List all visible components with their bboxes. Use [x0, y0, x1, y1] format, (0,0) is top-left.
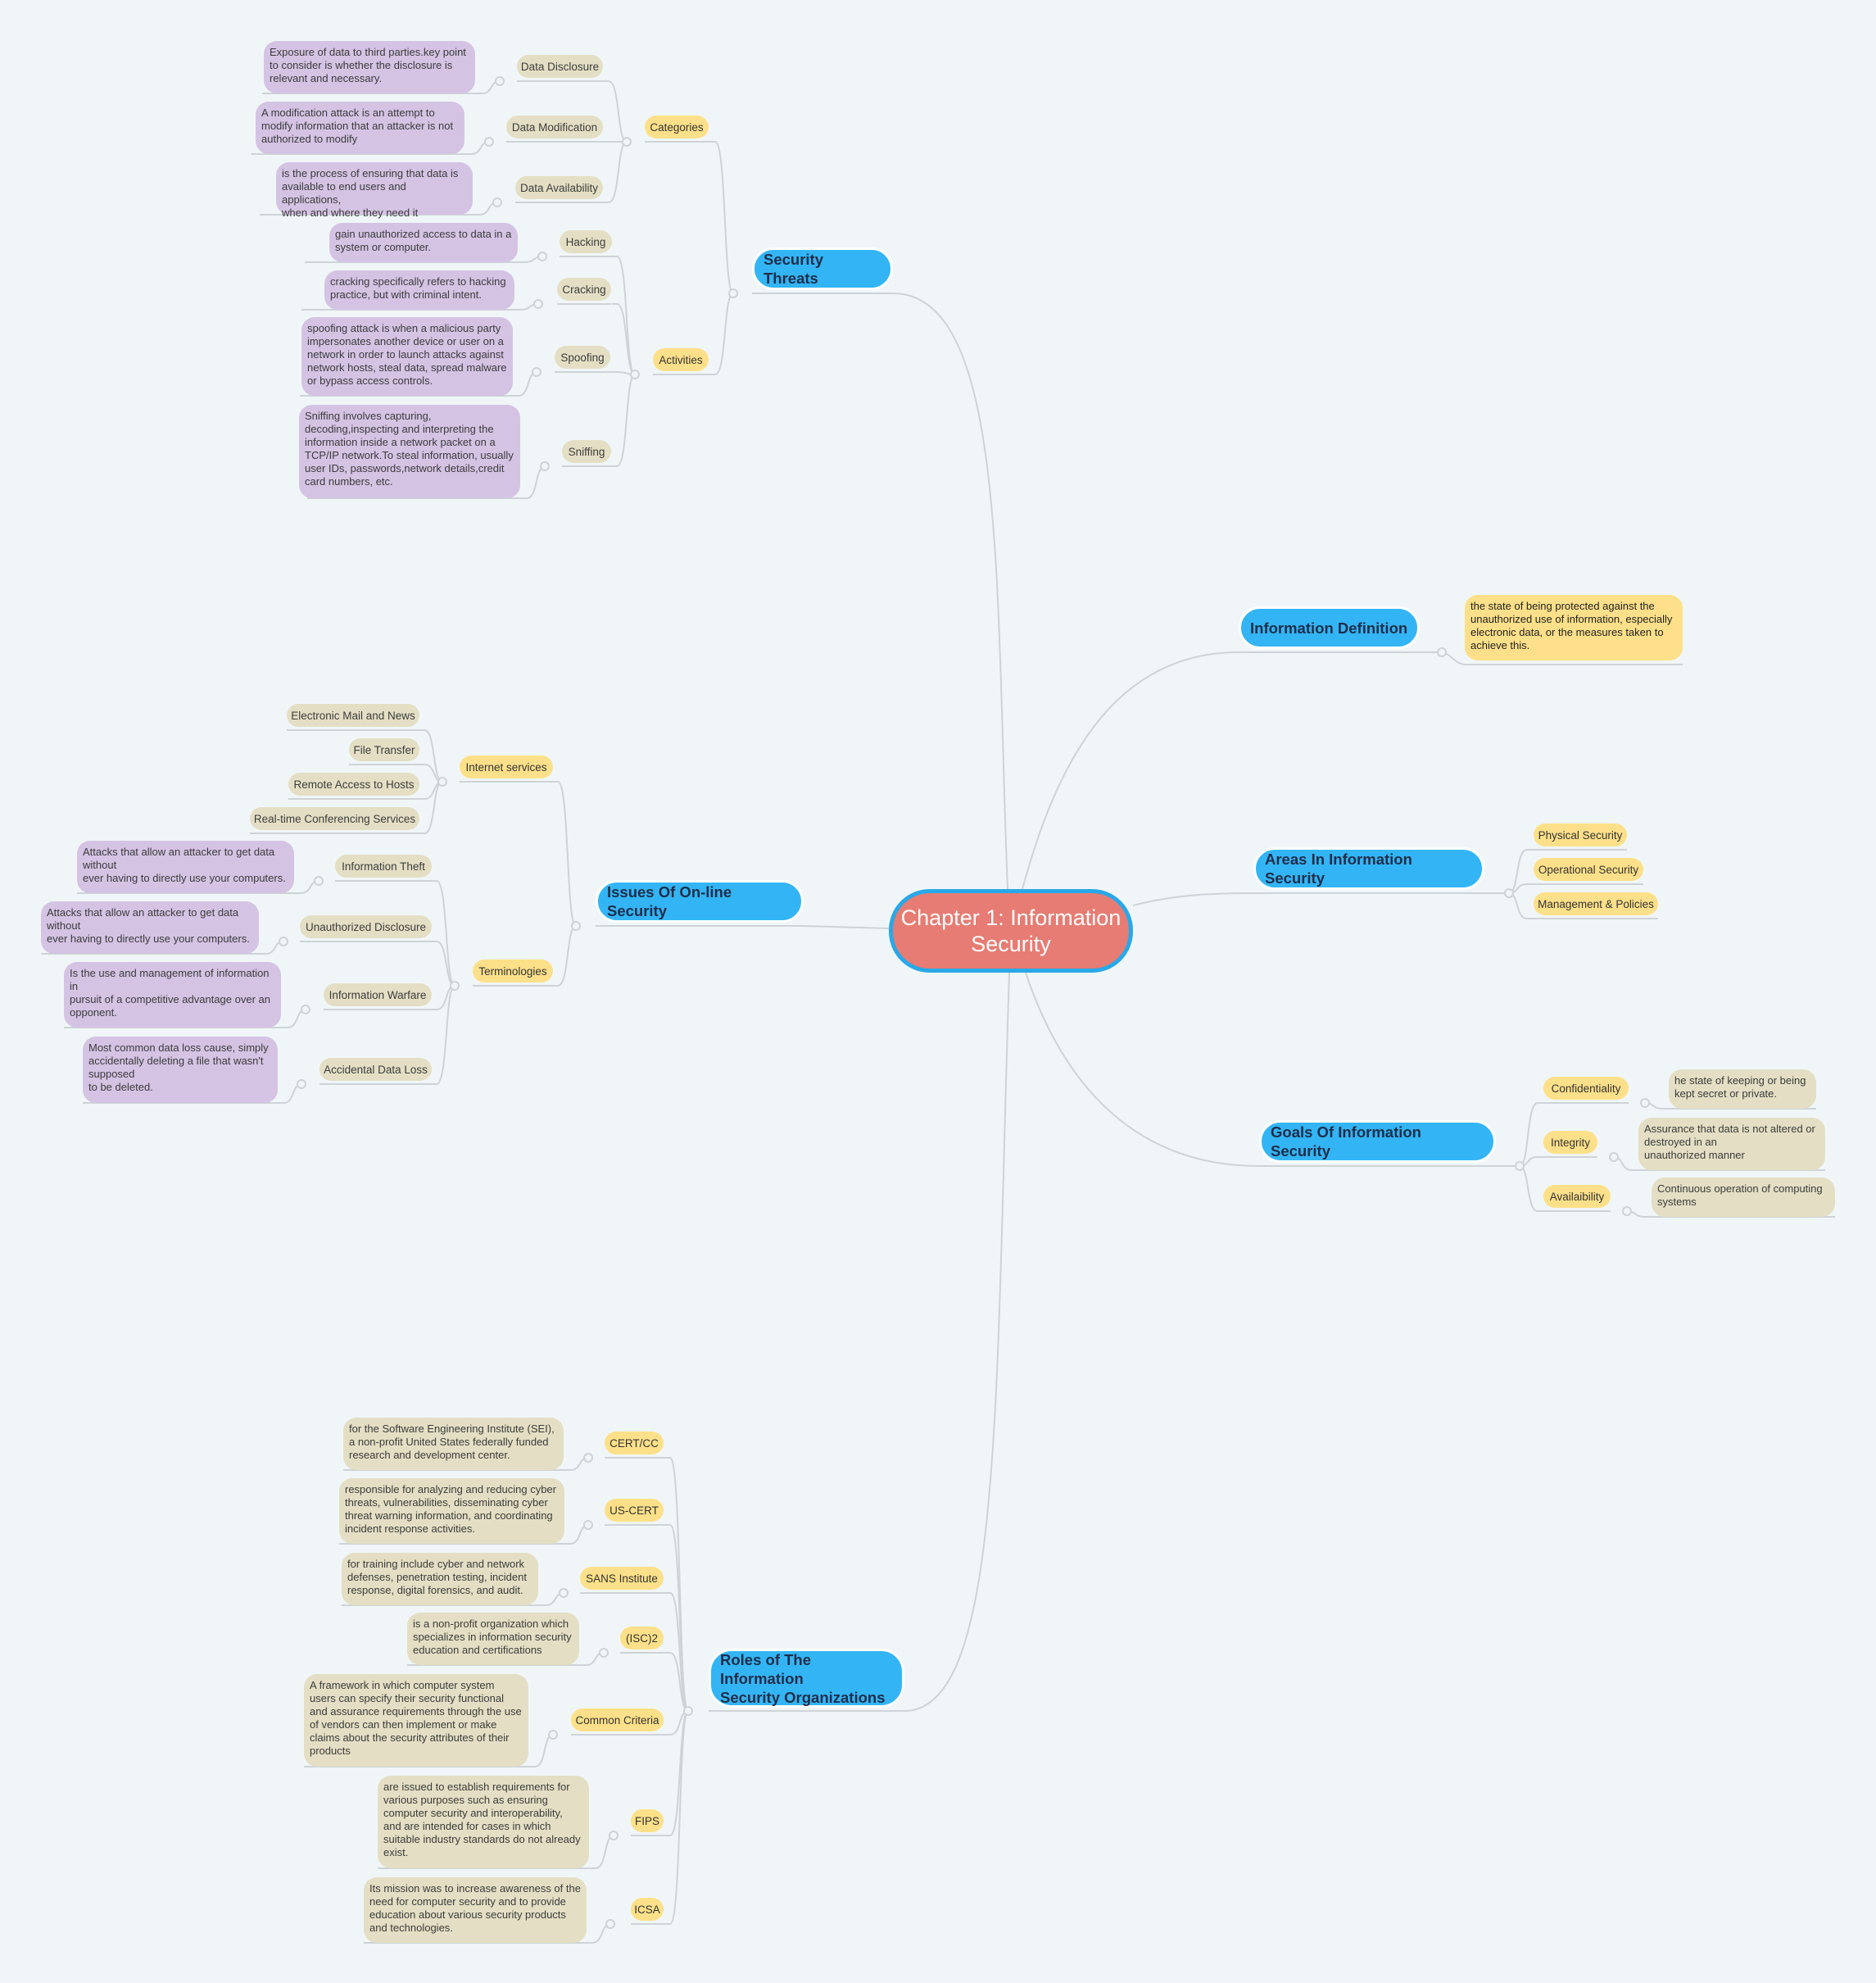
- leaf-hacking[interactable]: Hacking: [560, 230, 612, 253]
- note-accidental-data-loss: Most common data loss cause, simply acci…: [83, 1037, 278, 1103]
- note-data-modification: A modification attack is an attempt to m…: [256, 102, 464, 154]
- org-icsa[interactable]: ICSA: [631, 1898, 664, 1921]
- subtopic-activities[interactable]: Activities: [653, 348, 709, 371]
- note-availability: Continuous operation of computing system…: [1652, 1178, 1835, 1217]
- org-cert-cc[interactable]: CERT/CC: [605, 1432, 664, 1454]
- subtopic-terminologies[interactable]: Terminologies: [473, 960, 553, 982]
- topic-goals-information-security[interactable]: Goals Of Information Security: [1259, 1120, 1496, 1163]
- note-sans-institute: for training include cyber and network d…: [342, 1553, 538, 1605]
- note-data-availability: is the process of ensuring that data is …: [276, 162, 473, 219]
- leaf-data-availability[interactable]: Data Availability: [515, 176, 603, 199]
- service-remote-access[interactable]: Remote Access to Hosts: [288, 773, 419, 796]
- central-topic[interactable]: Chapter 1: Information Security: [889, 889, 1133, 973]
- area-physical-security[interactable]: Physical Security: [1534, 824, 1627, 846]
- note-information-theft: Attacks that allow an attacker to get da…: [77, 841, 294, 893]
- org-fips[interactable]: FIPS: [631, 1809, 664, 1832]
- goal-confidentiality[interactable]: Confidentiality: [1543, 1077, 1629, 1100]
- term-information-theft[interactable]: Information Theft: [335, 855, 432, 878]
- topic-online-security-issues[interactable]: Issues Of On-line Security: [596, 880, 804, 923]
- note-confidentiality: he state of keeping or being kept secret…: [1669, 1069, 1816, 1109]
- term-information-warfare[interactable]: Information Warfare: [324, 983, 432, 1006]
- note-sniffing: Sniffing involves capturing, decoding,in…: [299, 405, 520, 498]
- note-integrity: Assurance that data is not altered or de…: [1638, 1118, 1825, 1170]
- goal-availability[interactable]: Availaibility: [1543, 1185, 1611, 1208]
- leaf-sniffing[interactable]: Sniffing: [562, 440, 611, 463]
- area-management-policies[interactable]: Management & Policies: [1534, 892, 1658, 915]
- note-fips: are issued to establish requirements for…: [378, 1776, 589, 1868]
- leaf-cracking[interactable]: Cracking: [557, 278, 611, 301]
- org-common-criteria[interactable]: Common Criteria: [571, 1708, 664, 1731]
- note-spoofing: spoofing attack is when a malicious part…: [301, 317, 513, 396]
- note-information-warfare: Is the use and management of information…: [64, 962, 281, 1028]
- subtopic-categories[interactable]: Categories: [645, 116, 709, 138]
- org-sans-institute[interactable]: SANS Institute: [580, 1567, 664, 1590]
- leaf-data-modification[interactable]: Data Modification: [506, 116, 603, 138]
- goal-integrity[interactable]: Integrity: [1543, 1131, 1597, 1154]
- note-data-disclosure: Exposure of data to third parties.key po…: [264, 41, 475, 93]
- term-unauthorized-disclosure[interactable]: Unauthorized Disclosure: [300, 915, 432, 938]
- leaf-data-disclosure[interactable]: Data Disclosure: [517, 55, 603, 78]
- topic-information-definition[interactable]: Information Definition: [1239, 606, 1420, 649]
- subtopic-internet-services[interactable]: Internet services: [460, 756, 553, 778]
- note-common-criteria: A framework in which computer system use…: [304, 1674, 528, 1767]
- org-isc2[interactable]: (ISC)2: [620, 1627, 664, 1649]
- service-email-news[interactable]: Electronic Mail and News: [287, 704, 419, 727]
- service-realtime-conferencing[interactable]: Real-time Conferencing Services: [250, 807, 419, 830]
- note-unauthorized-disclosure: Attacks that allow an attacker to get da…: [41, 901, 259, 954]
- note-cert-cc: for the Software Engineering Institute (…: [343, 1418, 564, 1470]
- note-cracking: cracking specifically refers to hacking …: [324, 270, 514, 310]
- area-operational-security[interactable]: Operational Security: [1534, 858, 1643, 881]
- org-us-cert[interactable]: US-CERT: [605, 1499, 664, 1522]
- topic-security-organizations[interactable]: Roles of The Information Security Organi…: [709, 1649, 904, 1708]
- note-isc2: is a non-profit organization which speci…: [407, 1613, 579, 1665]
- topic-security-threats[interactable]: Security Threats: [752, 247, 893, 290]
- note-hacking: gain unauthorized access to data in a sy…: [329, 223, 518, 262]
- topic-areas-information-security[interactable]: Areas In Information Security: [1253, 847, 1484, 890]
- note-information-definition: the state of being protected against the…: [1465, 595, 1683, 660]
- note-icsa: Its mission was to increase awareness of…: [364, 1877, 587, 1943]
- term-accidental-data-loss[interactable]: Accidental Data Loss: [319, 1058, 432, 1081]
- service-file-transfer[interactable]: File Transfer: [349, 738, 419, 761]
- leaf-spoofing[interactable]: Spoofing: [555, 346, 610, 369]
- note-us-cert: responsible for analyzing and reducing c…: [339, 1478, 564, 1544]
